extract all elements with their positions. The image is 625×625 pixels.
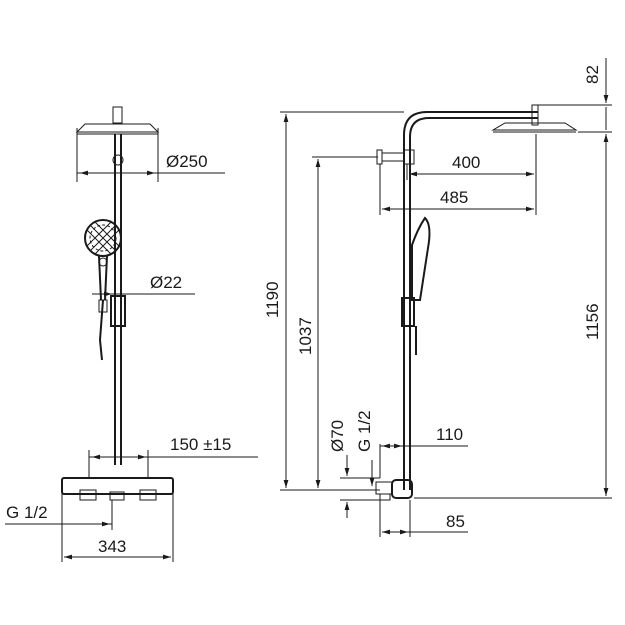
dimension-pipe-diameter: Ø22: [92, 273, 195, 297]
dimension-width: 343: [61, 494, 174, 562]
label-head-height: 1156: [583, 303, 602, 340]
dimension-centres: 150 ±15: [88, 435, 258, 478]
label-arm-400: 400: [452, 153, 480, 172]
dimension-top: 82: [538, 58, 612, 133]
dimension-85: 85: [379, 500, 468, 537]
dimension-110: 110: [379, 425, 468, 478]
label-outlet-height: 1037: [296, 317, 315, 355]
label-centres: 150 ±15: [170, 435, 231, 454]
label-85: 85: [446, 512, 465, 531]
dimension-arm-485: 485: [379, 164, 534, 215]
dimension-outlet-height: 1037: [296, 156, 378, 488]
riser-and-arm: [403, 104, 539, 490]
wall-bracket-top: [376, 149, 415, 165]
label-thread-side: G 1/2: [355, 410, 374, 452]
dimension-arm-400: 400: [406, 134, 537, 215]
thermostat-body: [61, 477, 174, 501]
label-thread-front: G 1/2: [6, 503, 48, 522]
dimension-head-diameter: Ø250: [77, 152, 225, 176]
label-width: 343: [98, 537, 126, 556]
label-arm-485: 485: [440, 188, 468, 207]
side-view: 82 1156 1190 1037 400: [263, 58, 612, 537]
thermostat-side: [375, 479, 413, 501]
riser-pipe: [112, 134, 124, 465]
overhead-shower-head: [75, 106, 160, 182]
slider-and-hose: [98, 295, 126, 361]
dimension-head-height: 1156: [414, 134, 612, 499]
front-view: Ø250 Ø22 150 ±15 G 1/2 34: [5, 106, 258, 562]
dimension-thread-side: G 1/2: [355, 410, 375, 486]
label-head-diameter: Ø250: [166, 152, 208, 171]
label-total-height: 1190: [263, 281, 282, 318]
label-rosette: Ø70: [328, 420, 347, 452]
overhead-shower-head-side: [491, 122, 578, 133]
label-pipe-diameter: Ø22: [150, 273, 182, 292]
hand-shower-side: [401, 216, 431, 355]
dimension-total-height: 1190: [263, 111, 404, 491]
label-top: 82: [583, 65, 602, 84]
label-110: 110: [436, 425, 463, 444]
dimension-thread-front: G 1/2: [5, 500, 113, 530]
